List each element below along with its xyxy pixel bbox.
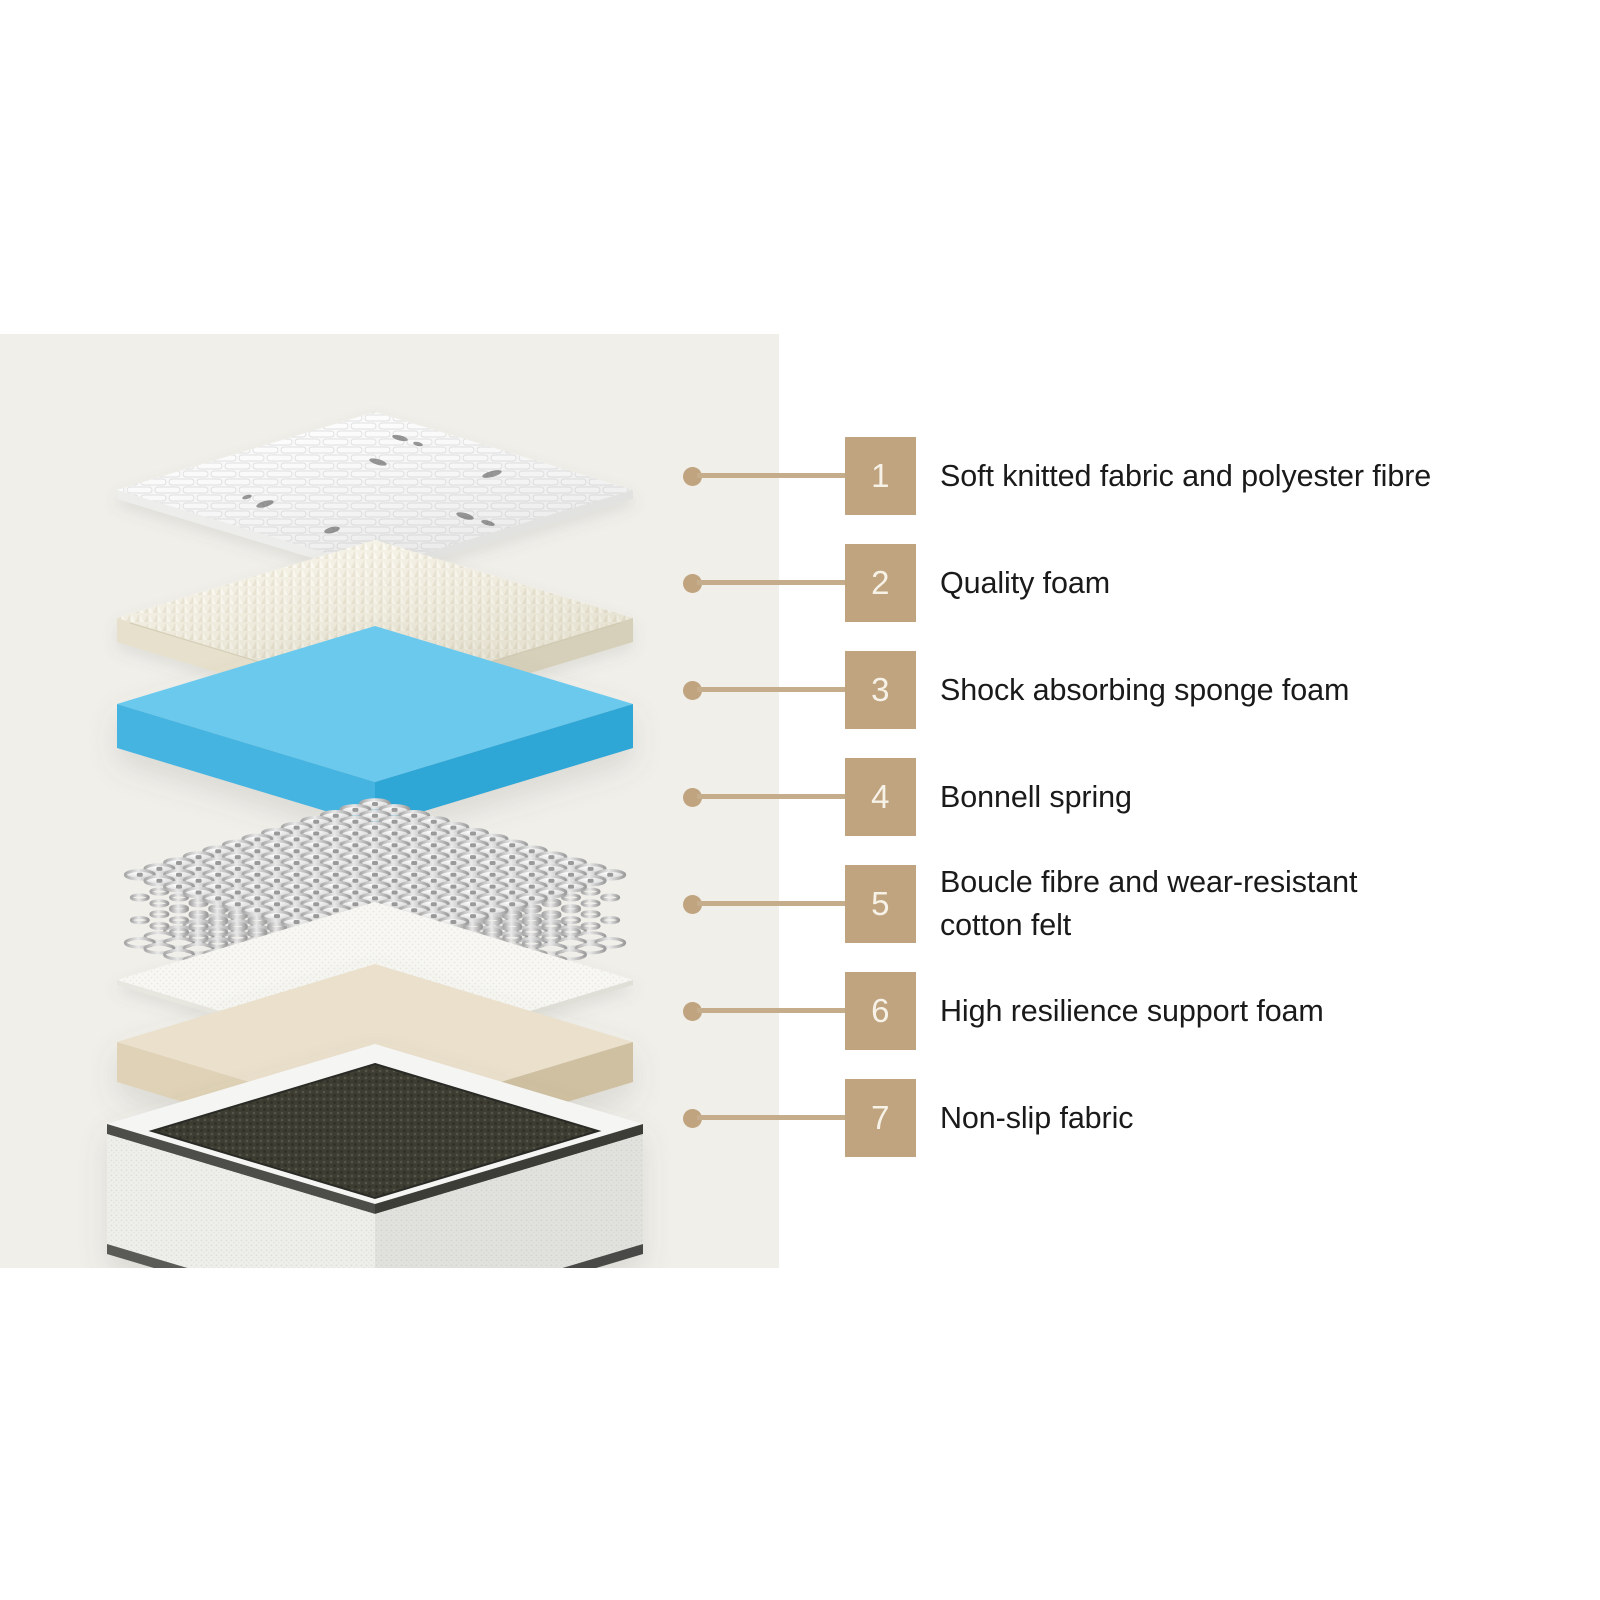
leader-line-icon: [697, 473, 848, 478]
legend-label-3: Shock absorbing sponge foam: [940, 673, 1350, 707]
leader-line-icon: [697, 794, 848, 799]
legend-row-2[interactable]: 2 Quality foam: [683, 544, 1583, 622]
leader-dot-icon: [683, 467, 702, 486]
leader-line-icon: [697, 901, 848, 906]
legend-label-6: High resilience support foam: [940, 994, 1324, 1028]
leader-line-icon: [697, 1008, 848, 1013]
legend-badge-6: 6: [845, 972, 916, 1050]
legend-label-5: Boucle fibre and wear-resistant cotton f…: [940, 865, 1358, 942]
layer-1-quilted-knit-top-cover: [117, 412, 633, 577]
legend-row-6[interactable]: 6 High resilience support foam: [683, 972, 1583, 1050]
illustration-panel: [0, 334, 779, 1268]
leader-dot-icon: [683, 1109, 702, 1128]
legend-row-1[interactable]: 1 Soft knitted fabric and polyester fibr…: [683, 437, 1583, 515]
layer-3-blue-sponge-foam-slab: [117, 626, 633, 826]
legend-row-4[interactable]: 4 Bonnell spring: [683, 758, 1583, 836]
leader-dot-icon: [683, 1002, 702, 1021]
legend-badge-3: 3: [845, 651, 916, 729]
legend-label-2: Quality foam: [940, 566, 1111, 600]
layer-7-non-slip-base-fabric: [107, 1044, 643, 1268]
legend-badge-1: 1: [845, 437, 916, 515]
legend-row-3[interactable]: 3 Shock absorbing sponge foam: [683, 651, 1583, 729]
legend-badge-4: 4: [845, 758, 916, 836]
legend-label-1: Soft knitted fabric and polyester fibre: [940, 459, 1432, 493]
leader-dot-icon: [683, 788, 702, 807]
legend-badge-2: 2: [845, 544, 916, 622]
leader-dot-icon: [683, 895, 702, 914]
spring-coil: [123, 869, 156, 949]
leader-line-icon: [697, 687, 848, 692]
legend-row-5[interactable]: 5 Boucle fibre and wear-resistant cotton…: [683, 865, 1583, 943]
legend-label-4: Bonnell spring: [940, 780, 1132, 814]
legend-label-7: Non-slip fabric: [940, 1101, 1134, 1135]
legend-badge-5: 5: [845, 865, 916, 943]
legend-list: 1 Soft knitted fabric and polyester fibr…: [683, 420, 1583, 1160]
legend-row-7[interactable]: 7 Non-slip fabric: [683, 1079, 1583, 1157]
legend-badge-7: 7: [845, 1079, 916, 1157]
leader-dot-icon: [683, 574, 702, 593]
leader-line-icon: [697, 1115, 848, 1120]
exploded-mattress-layer-diagram: [107, 412, 643, 1268]
leader-line-icon: [697, 580, 848, 585]
leader-dot-icon: [683, 681, 702, 700]
spring-coil: [143, 874, 176, 955]
spring-coil: [535, 874, 568, 955]
